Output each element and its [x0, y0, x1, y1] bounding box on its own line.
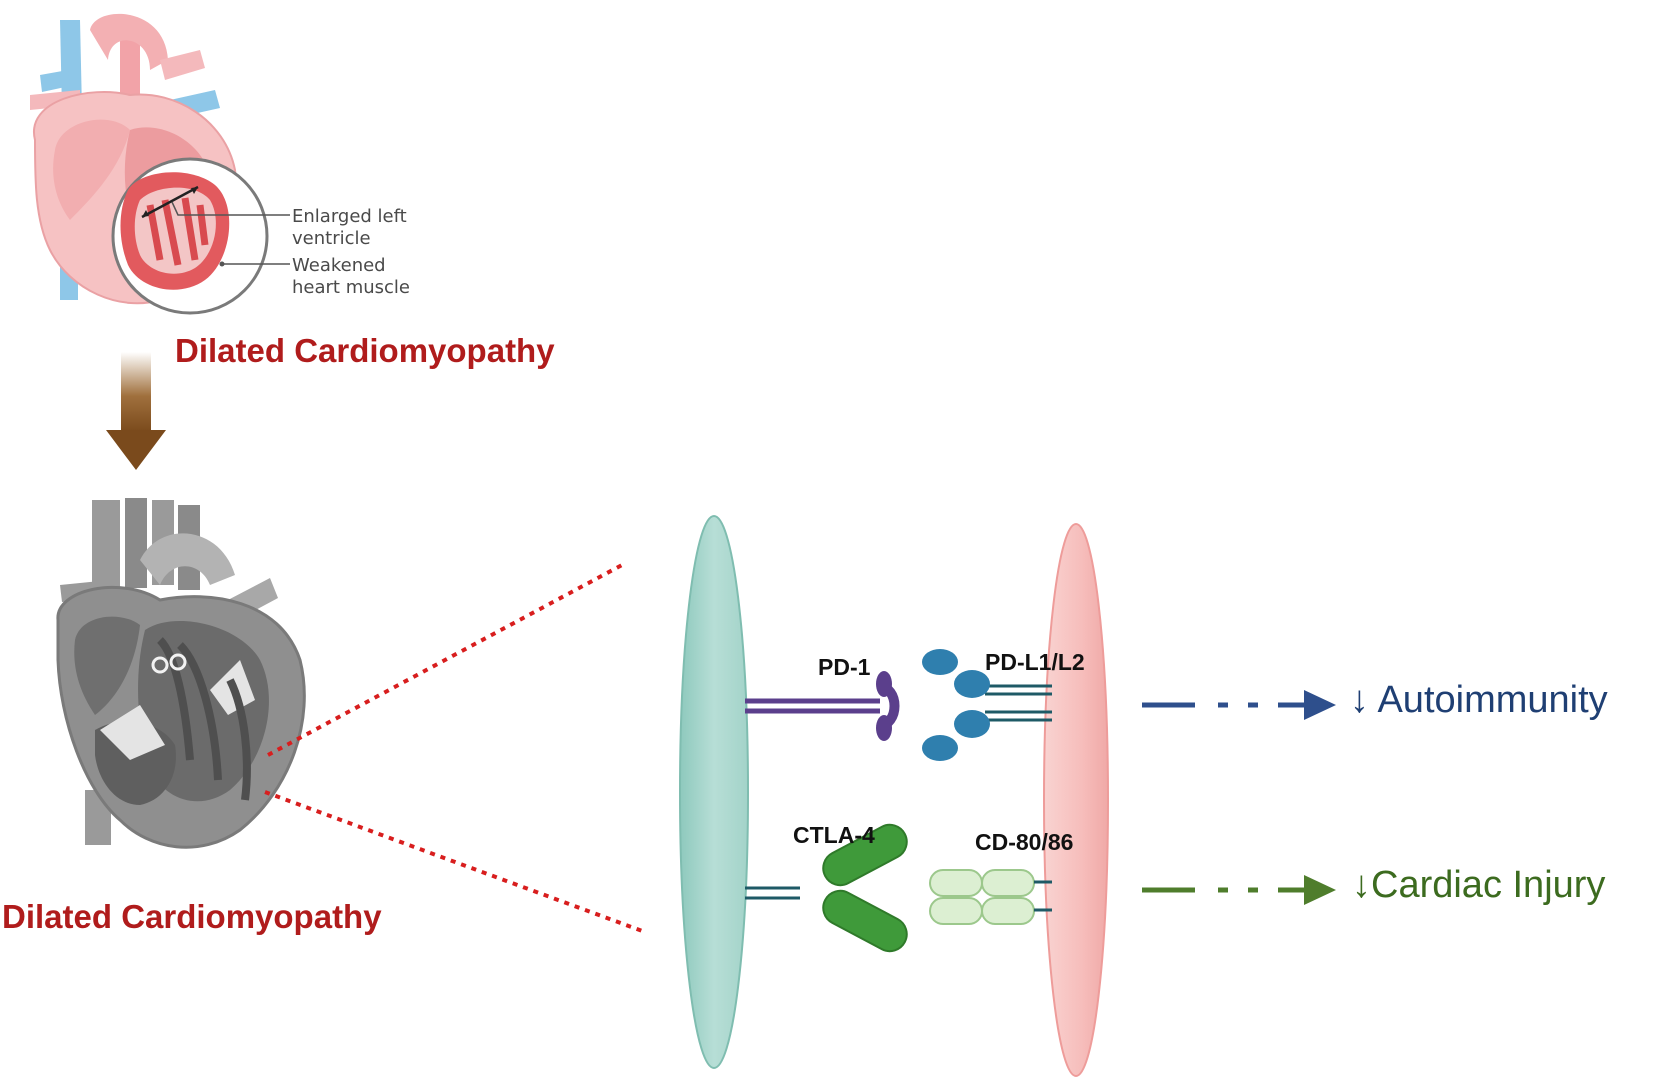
zoom-line-top — [267, 563, 623, 757]
callout-enlarged-left: Enlarged left — [292, 206, 407, 227]
ctla4-receptor — [745, 823, 908, 953]
callout-heart-muscle: heart muscle — [292, 277, 410, 298]
pd1-receptor — [745, 671, 900, 741]
bottom-heart-illustration — [56, 498, 306, 849]
autoimmunity-label: ↓ Autoimmunity — [1350, 679, 1608, 721]
zoom-line-bottom — [264, 790, 646, 934]
callout-weakened: Weakened — [292, 255, 386, 276]
apc-cell-membrane — [1043, 523, 1109, 1077]
cardiac-injury-arrow — [1142, 875, 1336, 905]
t-cell-membrane — [679, 515, 749, 1069]
pdl-label: PD-L1/L2 — [985, 649, 1085, 675]
pd1-label: PD-1 — [818, 654, 871, 680]
ctla4-label: CTLA-4 — [793, 822, 875, 848]
down-arrow — [106, 352, 166, 470]
cd80-label: CD-80/86 — [975, 829, 1073, 855]
cd80-ligand — [929, 869, 1052, 925]
autoimmunity-arrow — [1142, 690, 1336, 720]
bottom-title: Dilated Cardiomyopathy — [2, 898, 382, 935]
top-title: Dilated Cardiomyopathy — [175, 332, 555, 369]
top-heart-illustration — [30, 13, 290, 315]
pdl-ligand — [922, 649, 1052, 761]
callout-ventricle: ventricle — [292, 228, 371, 249]
cardiac-injury-label: ↓Cardiac Injury — [1352, 864, 1605, 906]
